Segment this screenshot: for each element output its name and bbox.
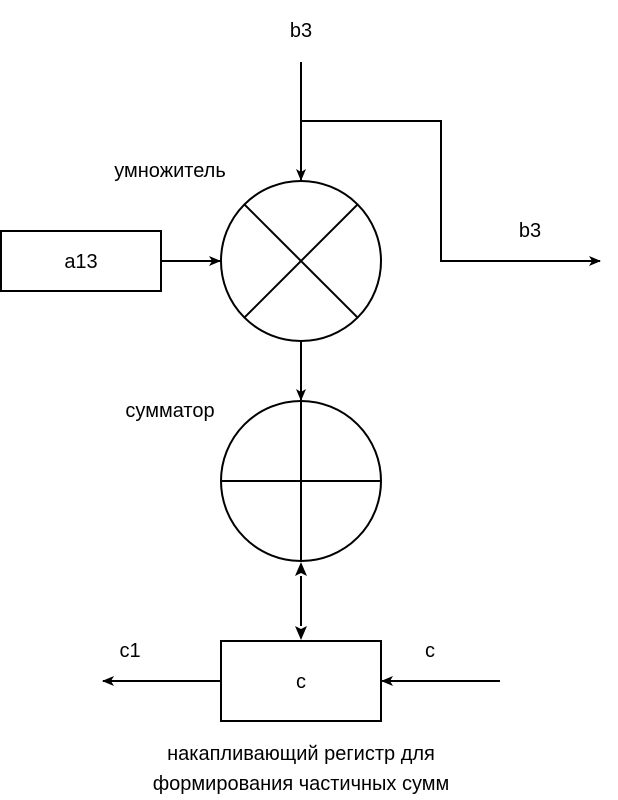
caption-line-1: накапливающий регистр для — [167, 743, 435, 765]
label-c1: c1 — [119, 640, 140, 662]
label-a13: a13 — [64, 251, 97, 273]
label-b3-top: b3 — [290, 20, 312, 42]
adder-node — [220, 400, 382, 562]
label-c-in: c — [425, 640, 435, 662]
a13-box — [0, 230, 162, 292]
multiplier-node — [220, 180, 382, 342]
label-c-box: c — [296, 671, 306, 693]
label-adder: сумматор — [125, 400, 214, 422]
arrowhead-down — [295, 626, 307, 640]
arrowhead-up — [295, 562, 307, 576]
label-b3-right: b3 — [519, 220, 541, 242]
label-multiplier: умножитель — [114, 160, 226, 182]
caption-line-2: формирования частичных сумм — [153, 773, 450, 795]
arrow-b3-out — [301, 120, 601, 266]
